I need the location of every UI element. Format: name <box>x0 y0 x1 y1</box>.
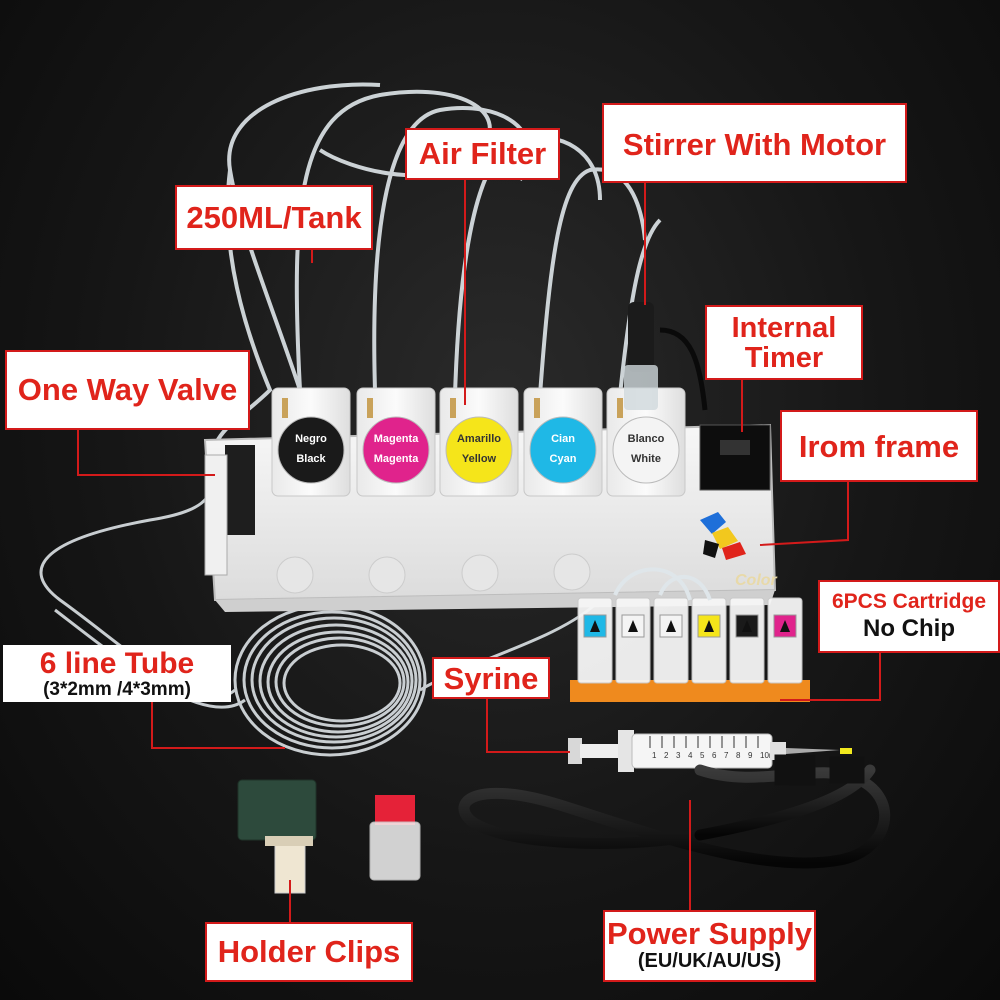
tank-label-top: Negro <box>295 433 327 445</box>
tank-color-disc <box>612 416 680 484</box>
tank-label-top: Amarillo <box>457 433 501 445</box>
power-cord <box>458 754 891 869</box>
stirrer-label: Stirrer With Motor <box>602 103 907 183</box>
cartridge-label: 6PCS Cartridge No Chip <box>818 580 1000 653</box>
syringe-label: Syrine <box>432 657 550 699</box>
tank-color-disc <box>529 416 597 484</box>
power-label-sub: (EU/UK/AU/US) <box>637 949 782 972</box>
cartridge <box>729 597 765 684</box>
tank-label-top: Blanco <box>628 433 665 445</box>
cartridge <box>691 597 727 684</box>
holder-clip-red <box>369 795 421 881</box>
tank-label-top: Magenta <box>374 433 420 445</box>
syringe-scale-label: 3 <box>676 751 681 760</box>
ink-tanks: NegroBlackMagentaMagentaAmarilloYellowCi… <box>271 387 686 497</box>
tank-label-bottom: Cyan <box>550 453 577 465</box>
tank-color-disc <box>277 416 345 484</box>
cartridge-label-sub: No Chip <box>863 615 955 643</box>
tank-color-disc <box>362 416 430 484</box>
tube-label: 6 line Tube (3*2mm /4*3mm) <box>3 645 231 702</box>
tube-label-sub: (3*2mm /4*3mm) <box>43 678 191 700</box>
cartridge <box>653 597 689 684</box>
timer-label: Internal Timer <box>705 305 863 380</box>
tank-label-bottom: White <box>631 453 661 465</box>
holder-clip-green <box>237 779 317 894</box>
syringe-scale-label: 8 <box>736 751 741 760</box>
cartridge <box>767 597 803 684</box>
syringe-scale-label: 4 <box>688 751 693 760</box>
power-label-title: Power Supply <box>607 916 812 951</box>
tank-label-top: Cian <box>551 433 575 445</box>
syringe-scale-label: 7 <box>724 751 729 760</box>
syringe-scale-label: 1 <box>652 751 657 760</box>
cartridge-label-title: 6PCS Cartridge <box>831 590 987 613</box>
valve-label: One Way Valve <box>5 350 250 430</box>
air-filter-label: Air Filter <box>405 128 560 180</box>
leader-lines <box>77 180 881 925</box>
brand-text: Color <box>735 572 778 589</box>
syringe-scale-label: 6 <box>712 751 717 760</box>
tank-label-bottom: Magenta <box>374 453 420 465</box>
power-label: Power Supply (EU/UK/AU/US) <box>603 910 816 982</box>
syringe-scale-label: 10ml <box>760 751 778 760</box>
brand-logo <box>700 512 746 560</box>
frame-label: Irom frame <box>780 410 978 482</box>
tank-label: 250ML/Tank <box>175 185 373 250</box>
holder-label: Holder Clips <box>205 922 413 982</box>
tank-label-bottom: Yellow <box>462 453 497 465</box>
cartridges <box>570 567 810 702</box>
cartridge <box>577 597 613 684</box>
tank-label-bottom: Black <box>296 453 326 465</box>
tank-color-disc <box>445 416 513 484</box>
cartridge <box>615 597 651 684</box>
syringe-scale-label: 9 <box>748 751 753 760</box>
tube-label-title: 6 line Tube <box>39 647 195 680</box>
syringe-scale-label: 5 <box>700 751 705 760</box>
syringe-scale-label: 2 <box>664 751 669 760</box>
stirrer-motor <box>624 302 708 411</box>
